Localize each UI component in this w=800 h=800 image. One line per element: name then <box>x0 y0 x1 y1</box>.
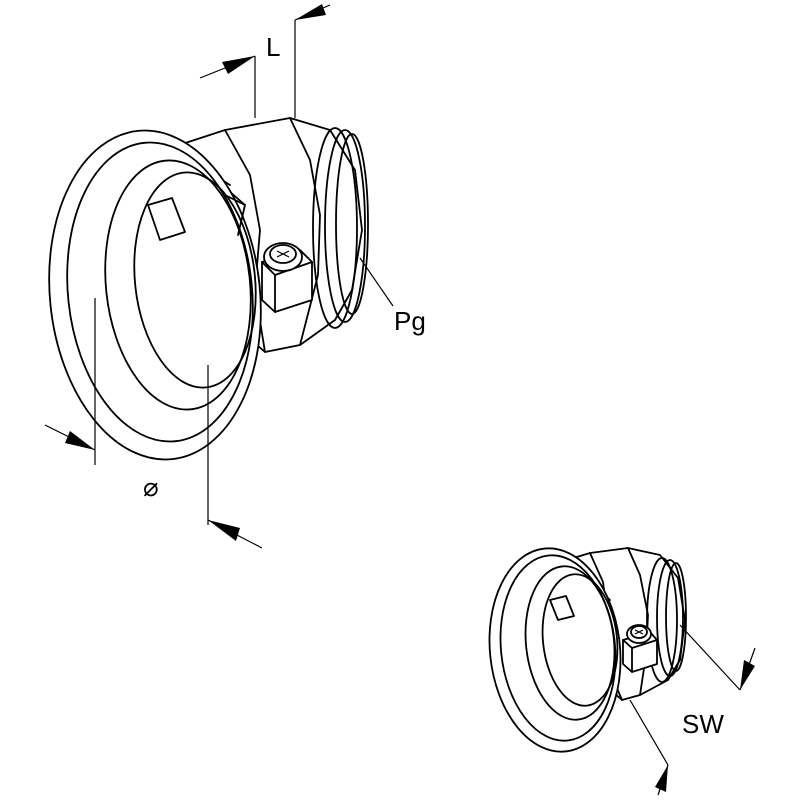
small-cable-gland: SW <box>488 547 756 796</box>
large-clamp-screw <box>261 242 313 313</box>
dimension-length: L <box>199 4 331 118</box>
small-front-flange <box>488 547 622 753</box>
dimension-diameter: ⌀ <box>44 298 263 549</box>
small-thread-rings <box>646 557 687 683</box>
diameter-label: ⌀ <box>143 472 159 502</box>
large-cable-gland: L Pg ⌀ <box>44 4 426 549</box>
thread-size-label: Pg <box>394 306 426 336</box>
thread-size-leader: Pg <box>359 257 426 336</box>
large-thread-rings <box>312 127 369 329</box>
wrench-size-label: SW <box>682 709 724 739</box>
small-clamp-screw <box>622 624 658 673</box>
length-label: L <box>266 32 280 62</box>
dimension-wrench-size: SW <box>629 624 756 796</box>
